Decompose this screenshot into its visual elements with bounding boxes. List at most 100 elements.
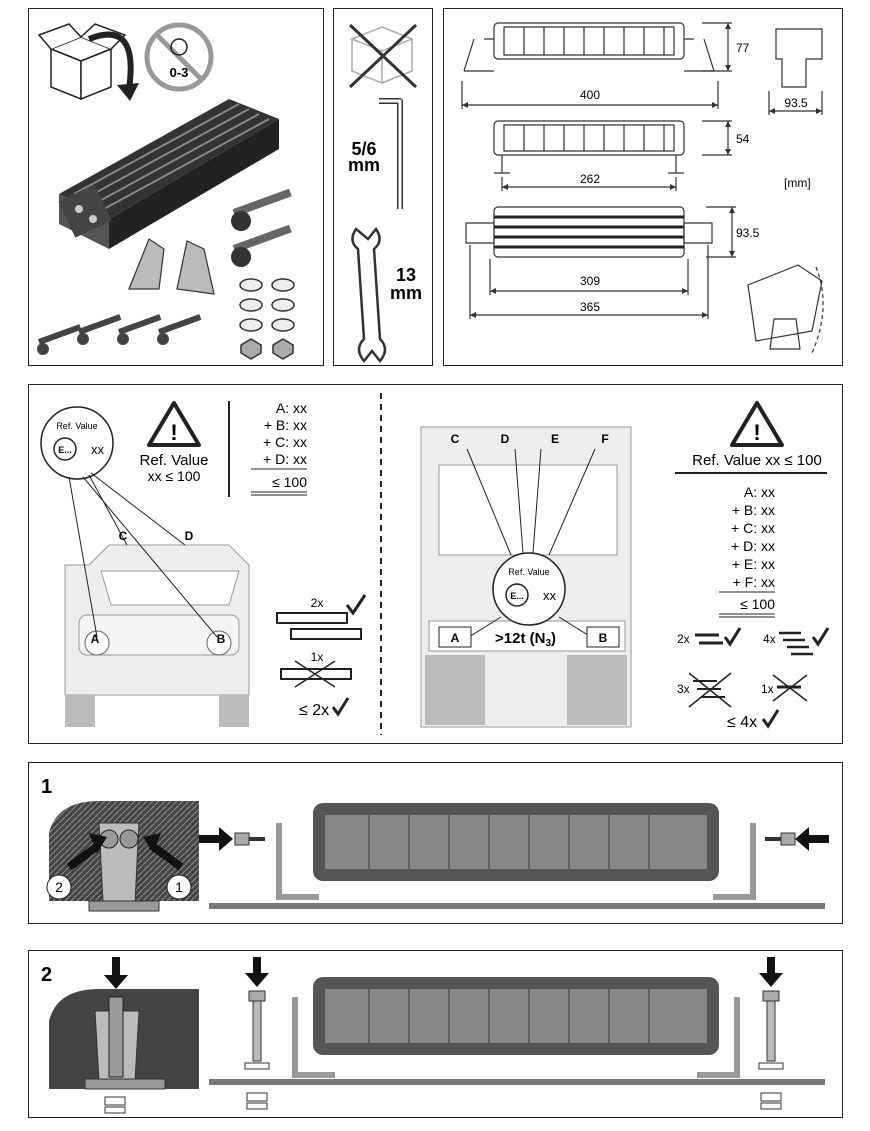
wrench-size: 13 <box>396 265 416 285</box>
svg-text:B: B <box>217 632 226 646</box>
screws-illustration <box>37 314 202 355</box>
svg-text:1x: 1x <box>761 682 774 696</box>
svg-text:+ C: xx: + C: xx <box>263 434 307 450</box>
svg-text:A: A <box>451 631 460 645</box>
light-bar-illustration <box>58 99 279 249</box>
brackets-illustration <box>128 238 215 295</box>
svg-text:xx: xx <box>543 588 557 603</box>
check-icon <box>331 697 350 717</box>
svg-text:mm: mm <box>348 155 380 175</box>
step-1-panel: 1 2 1 <box>28 762 843 924</box>
svg-text:C: C <box>451 432 460 446</box>
svg-text:+ B: xx: + B: xx <box>732 502 775 518</box>
svg-text:Ref. Value: Ref. Value <box>56 421 97 431</box>
svg-text:A: xx: A: xx <box>276 400 307 416</box>
svg-text:B: B <box>599 631 608 645</box>
cross-icon <box>688 672 732 708</box>
svg-text:+ F: xx: + F: xx <box>733 574 775 590</box>
ref-value-label-left: Ref. Value <box>140 452 209 469</box>
car-illustration <box>64 544 250 727</box>
svg-text:+ D: xx: + D: xx <box>731 538 775 554</box>
washers-illustration <box>239 278 295 360</box>
cross-icon <box>294 660 336 688</box>
step-number: 1 <box>41 776 52 798</box>
callout-2: 2 <box>55 879 63 895</box>
arrow-down-icon <box>759 957 783 987</box>
kit-contents-panel: 0-3 <box>28 8 324 366</box>
svg-text:4x: 4x <box>763 632 776 646</box>
dim-unit: [mm] <box>784 176 811 190</box>
dim-height-large: 77 <box>736 41 750 55</box>
light-bar-illustration <box>313 803 719 881</box>
bar-icon <box>290 628 362 640</box>
svg-text:Ref. Value: Ref. Value <box>508 567 549 577</box>
svg-text:F: F <box>601 432 608 446</box>
mount-surface <box>209 903 825 909</box>
ref-limit-left: xx ≤ 100 <box>148 468 201 484</box>
svg-text:3x: 3x <box>677 682 690 696</box>
light-bar-illustration <box>313 977 719 1055</box>
ref-value-badge-left <box>40 406 114 480</box>
bracket-detail <box>49 801 199 912</box>
svg-text:E...: E... <box>510 591 524 601</box>
arrow-down-icon <box>104 957 128 989</box>
svg-text:D: D <box>185 529 194 543</box>
ref-value-badge-right <box>492 552 566 626</box>
sum-total-right: ≤ 100 <box>740 596 775 612</box>
mount-surface <box>209 1079 825 1085</box>
light-bar-top-view <box>493 206 685 258</box>
svg-text:+ D: xx: + D: xx <box>263 451 307 467</box>
svg-text:+ C: xx: + C: xx <box>731 520 775 536</box>
dimensions-panel: 77 400 93.5 54 262 [mm] 93.5 309 365 <box>443 8 843 366</box>
wrench-icon <box>351 226 387 363</box>
bar-icon <box>276 612 348 624</box>
warning-icon <box>730 401 784 447</box>
dim-height-small: 54 <box>736 132 750 146</box>
regulations-panel: Ref. Value E... xx ! Ref. Value xx ≤ 100… <box>28 384 843 744</box>
arrow-down-icon <box>245 957 269 987</box>
age-label: 0-3 <box>170 65 189 80</box>
no-children-icon: 0-3 <box>144 22 214 92</box>
svg-text:!: ! <box>170 420 177 445</box>
dim-width-large: 400 <box>580 88 600 102</box>
callout-1: 1 <box>175 879 183 895</box>
light-bar-small-front <box>493 120 685 156</box>
step-2-panel: 2 <box>28 950 843 1118</box>
svg-text:2x: 2x <box>677 632 690 646</box>
check-icon <box>345 594 367 616</box>
svg-text:!: ! <box>753 420 760 445</box>
check-icon <box>761 709 780 729</box>
sum-total-left: ≤ 100 <box>272 474 307 490</box>
svg-text:E...: E... <box>58 445 72 455</box>
turn-arrow-icon <box>87 31 134 90</box>
dim-outer-width: 365 <box>580 300 600 314</box>
ref-header-right: Ref. Value xx ≤ 100 <box>692 452 822 469</box>
svg-text:C: C <box>119 529 128 543</box>
svg-text:1x: 1x <box>311 650 324 664</box>
svg-text:A: A <box>91 632 100 646</box>
dim-side-depth: 93.5 <box>784 96 808 110</box>
hex-key-size: 5/6 <box>351 139 376 159</box>
svg-text:xx: xx <box>91 442 105 457</box>
bolts-illustration <box>231 188 292 267</box>
step-number: 2 <box>41 964 52 986</box>
truck-class: >12t (N3) <box>495 630 556 649</box>
dim-top-depth: 93.5 <box>736 226 760 240</box>
svg-text:+ E: xx: + E: xx <box>732 556 775 572</box>
tilt-view <box>747 264 823 342</box>
bracket-detail <box>49 989 199 1114</box>
svg-text:+ B: xx: + B: xx <box>264 417 307 433</box>
svg-text:2x: 2x <box>311 596 324 610</box>
max-right: ≤ 4x <box>727 714 757 731</box>
check-icon <box>723 627 742 647</box>
hex-key-icon <box>379 98 403 209</box>
arrow-right-icon <box>199 827 233 851</box>
light-bar-large-front <box>493 22 685 60</box>
svg-text:D: D <box>501 432 510 446</box>
light-bar-side-view <box>775 28 823 88</box>
arrow-left-icon <box>795 827 829 851</box>
tools-panel: 5/6 mm 13 mm <box>333 8 433 366</box>
svg-text:mm: mm <box>390 283 422 303</box>
warning-icon <box>147 401 201 447</box>
max-left: ≤ 2x <box>299 702 329 719</box>
